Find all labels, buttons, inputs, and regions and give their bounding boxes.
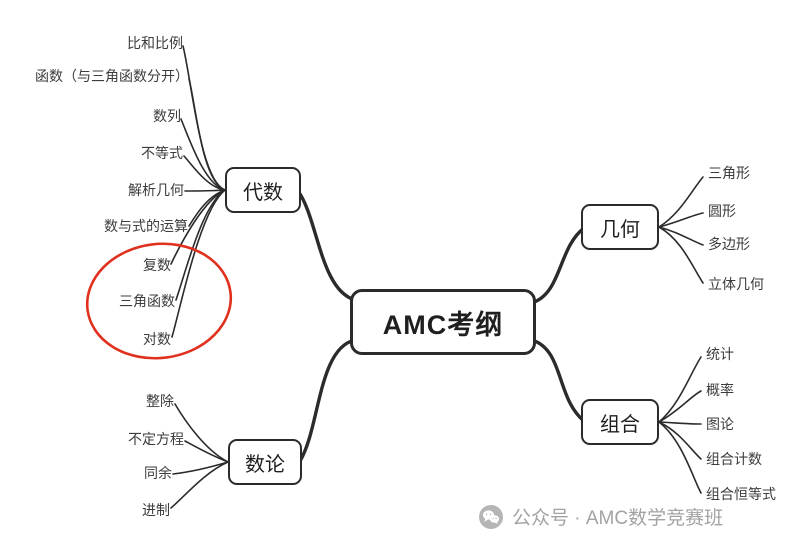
watermark-text: 公众号 · AMC数学竞赛班 <box>512 508 724 529</box>
center-node: AMC考纲 <box>350 289 536 355</box>
branch-node-algebra: 代数 <box>225 167 301 213</box>
leaf-trigonometry: 三角函数 <box>119 293 175 309</box>
leaf-number-bases: 进制 <box>142 502 170 518</box>
branch-node-geometry: 几何 <box>581 204 659 250</box>
branch-node-number-theory: 数论 <box>228 439 302 485</box>
leaf-complex-numbers: 复数 <box>143 257 171 273</box>
watermark: 公众号 · AMC数学竞赛班 <box>478 503 723 530</box>
leaf-analytic-geometry: 解析几何 <box>128 182 184 198</box>
branch-node-number-theory-label: 数论 <box>245 453 285 476</box>
leaf-solid-geometry: 立体几何 <box>708 276 764 292</box>
leaf-logarithms: 对数 <box>143 331 171 347</box>
leaf-combinatorial-counting: 组合计数 <box>706 451 762 467</box>
leaf-probability: 概率 <box>706 382 734 398</box>
leaf-inequalities: 不等式 <box>141 145 183 161</box>
leaf-graph-theory: 图论 <box>706 416 734 432</box>
leaf-combinatorial-identities: 组合恒等式 <box>706 486 776 502</box>
leaf-lines <box>170 45 704 509</box>
branch-node-combinatorics-label: 组合 <box>600 413 640 436</box>
leaf-divisibility: 整除 <box>146 393 174 409</box>
red-highlight-circle <box>85 242 233 360</box>
wechat-icon <box>479 504 503 529</box>
branch-node-geometry-label: 几何 <box>600 218 640 241</box>
leaf-sequences: 数列 <box>153 108 181 124</box>
leaf-triangle: 三角形 <box>708 165 750 181</box>
branch-node-combinatorics: 组合 <box>581 399 659 445</box>
leaf-circle: 圆形 <box>708 203 736 219</box>
leaf-diophantine: 不定方程 <box>128 431 184 447</box>
leaf-polygon: 多边形 <box>708 236 750 252</box>
leaf-number-expression-operations: 数与式的运算 <box>104 218 188 234</box>
leaf-statistics: 统计 <box>706 346 734 362</box>
center-node-label: AMC考纲 <box>382 309 504 340</box>
branch-node-algebra-label: 代数 <box>243 181 283 204</box>
leaf-functions: 函数（与三角函数分开） <box>35 68 189 84</box>
leaf-ratio-proportion: 比和比例 <box>127 35 183 51</box>
leaf-congruence: 同余 <box>144 465 172 481</box>
main-branch-lines <box>296 189 586 463</box>
